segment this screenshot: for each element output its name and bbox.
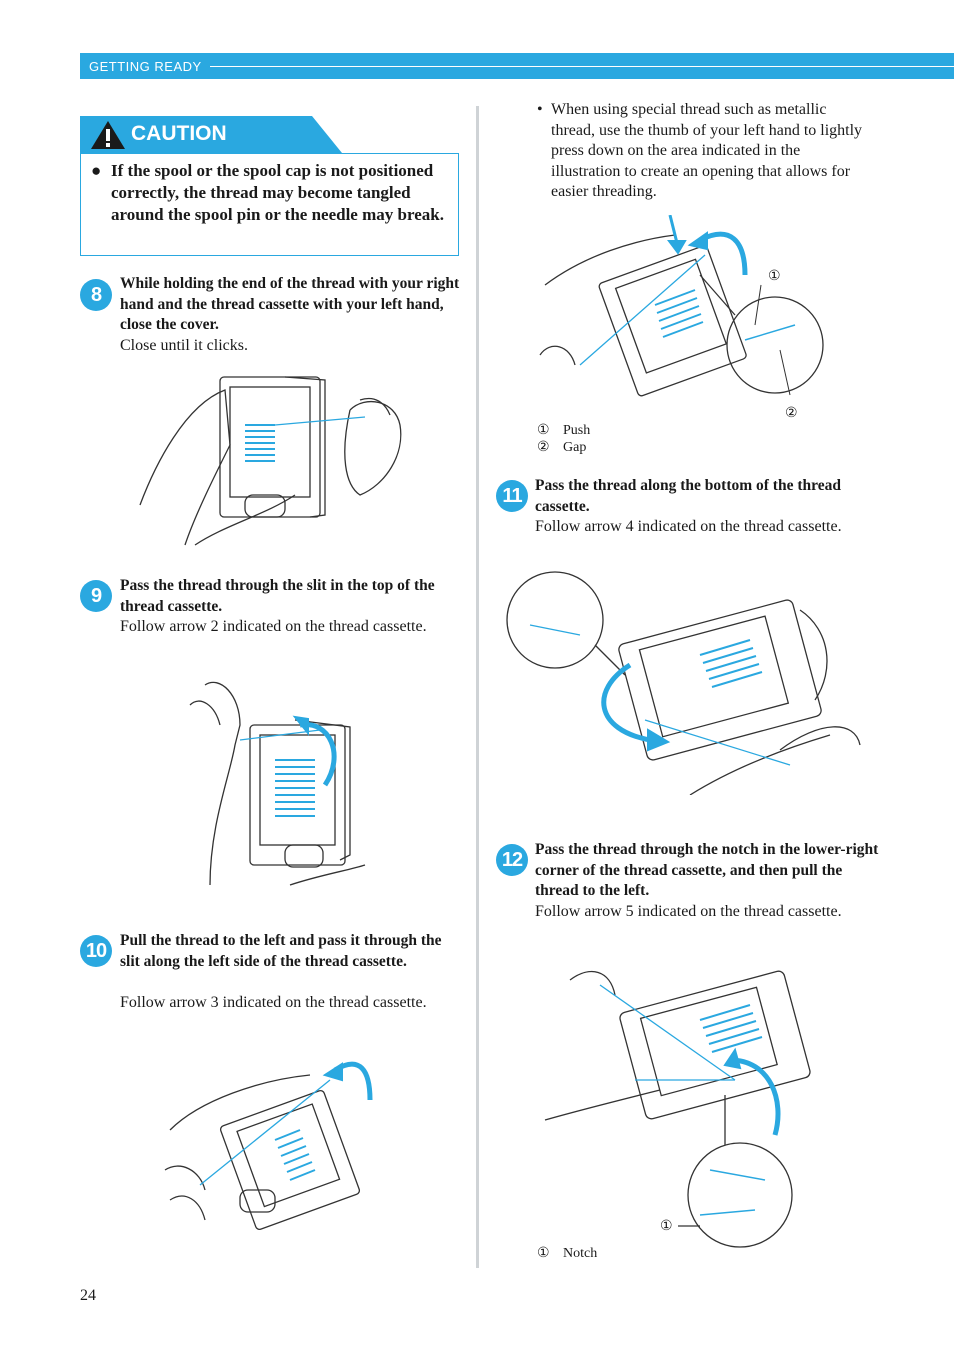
- step-10-body: Follow arrow 3 indicated on the thread c…: [120, 994, 427, 1011]
- step-9-badge: 9: [80, 580, 112, 612]
- caution-text: If the spool or the spool cap is not pos…: [111, 161, 444, 224]
- section-header-bar: GETTING READY: [80, 53, 954, 79]
- header-rule: [210, 66, 954, 67]
- callout-gap: ②: [785, 406, 798, 421]
- step-11-title: Pass the thread along the bottom of the …: [535, 477, 841, 515]
- step-12-title: Pass the thread through the notch in the…: [535, 841, 879, 899]
- step-10-title: Pull the thread to the left and pass it …: [120, 932, 442, 970]
- step-8-title: While holding the end of the thread with…: [120, 275, 460, 333]
- step-8-badge: 8: [80, 279, 112, 311]
- step-8-body: Close until it clicks.: [120, 337, 248, 354]
- section-header-title: GETTING READY: [89, 59, 202, 74]
- callout-push: ①: [768, 269, 781, 284]
- push-gap-illustration: [539, 215, 824, 397]
- left-slit-illustration: [164, 1061, 373, 1230]
- step-10-badge: 10: [80, 935, 112, 967]
- callout-notch: ①: [660, 1219, 673, 1234]
- step-9-body: Follow arrow 2 indicated on the thread c…: [120, 618, 427, 635]
- step-11-badge: 11: [496, 480, 528, 512]
- caution-title: CAUTION: [131, 122, 227, 145]
- column-divider: [476, 106, 479, 1268]
- caution-box: ● If the spool or the spool cap is not p…: [80, 153, 459, 256]
- step-9-title: Pass the thread through the slit in the …: [120, 577, 435, 615]
- top-slit-illustration: [189, 681, 366, 886]
- warning-triangle-icon: [91, 121, 125, 149]
- close-cover-illustration: [139, 376, 402, 546]
- step-11-body: Follow arrow 4 indicated on the thread c…: [535, 518, 842, 535]
- bottom-pass-illustration: [506, 571, 861, 795]
- note-bullet: •: [537, 101, 543, 118]
- step-12-badge: 12: [496, 844, 528, 876]
- caution-bullet: ●: [91, 161, 102, 180]
- step-12-body: Follow arrow 5 indicated on the thread c…: [535, 903, 842, 920]
- note-text: When using special thread such as metall…: [551, 101, 863, 200]
- notch-illustration: [544, 970, 811, 1248]
- caution-tab: CAUTION: [80, 116, 342, 153]
- page-number: 24: [80, 1287, 96, 1304]
